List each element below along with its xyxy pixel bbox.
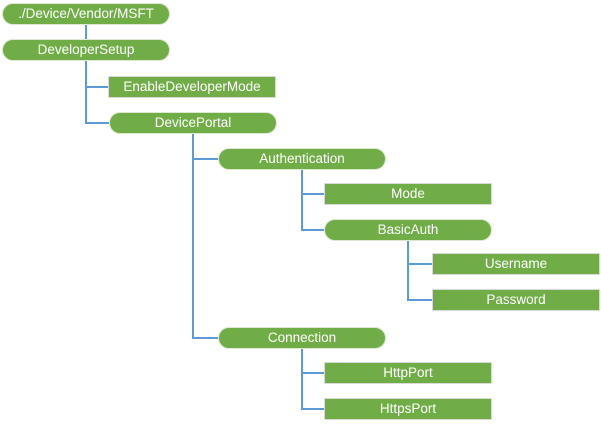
tree-node-mode: Mode	[324, 183, 492, 205]
connector-basic-auth-password	[407, 241, 432, 301]
tree-node-enable-developer-mode: EnableDeveloperMode	[108, 76, 276, 98]
connector-developer-setup-enable-developer-mode	[85, 61, 108, 88]
tree-node-https-port: HttpsPort	[324, 398, 492, 420]
connector-connection-http-port	[301, 349, 324, 374]
connector-device-portal-connection	[192, 134, 218, 339]
tree-node-authentication: Authentication	[218, 148, 386, 170]
tree-node-username: Username	[432, 253, 600, 275]
connector-developer-setup-device-portal	[85, 61, 109, 124]
tree-node-password: Password	[432, 289, 600, 311]
tree-node-basic-auth: BasicAuth	[324, 219, 492, 241]
tree-node-http-port: HttpPort	[324, 362, 492, 384]
tree-node-root: ./Device/Vendor/MSFT	[2, 3, 170, 25]
tree-node-connection: Connection	[218, 327, 386, 349]
connector-authentication-mode	[301, 170, 324, 195]
connector-connection-https-port	[301, 349, 324, 410]
tree-node-developer-setup: DeveloperSetup	[2, 39, 170, 61]
connector-basic-auth-username	[407, 241, 432, 265]
connector-authentication-basic-auth	[301, 170, 324, 231]
connector-device-portal-authentication	[192, 134, 218, 160]
tree-node-device-portal: DevicePortal	[109, 112, 277, 134]
